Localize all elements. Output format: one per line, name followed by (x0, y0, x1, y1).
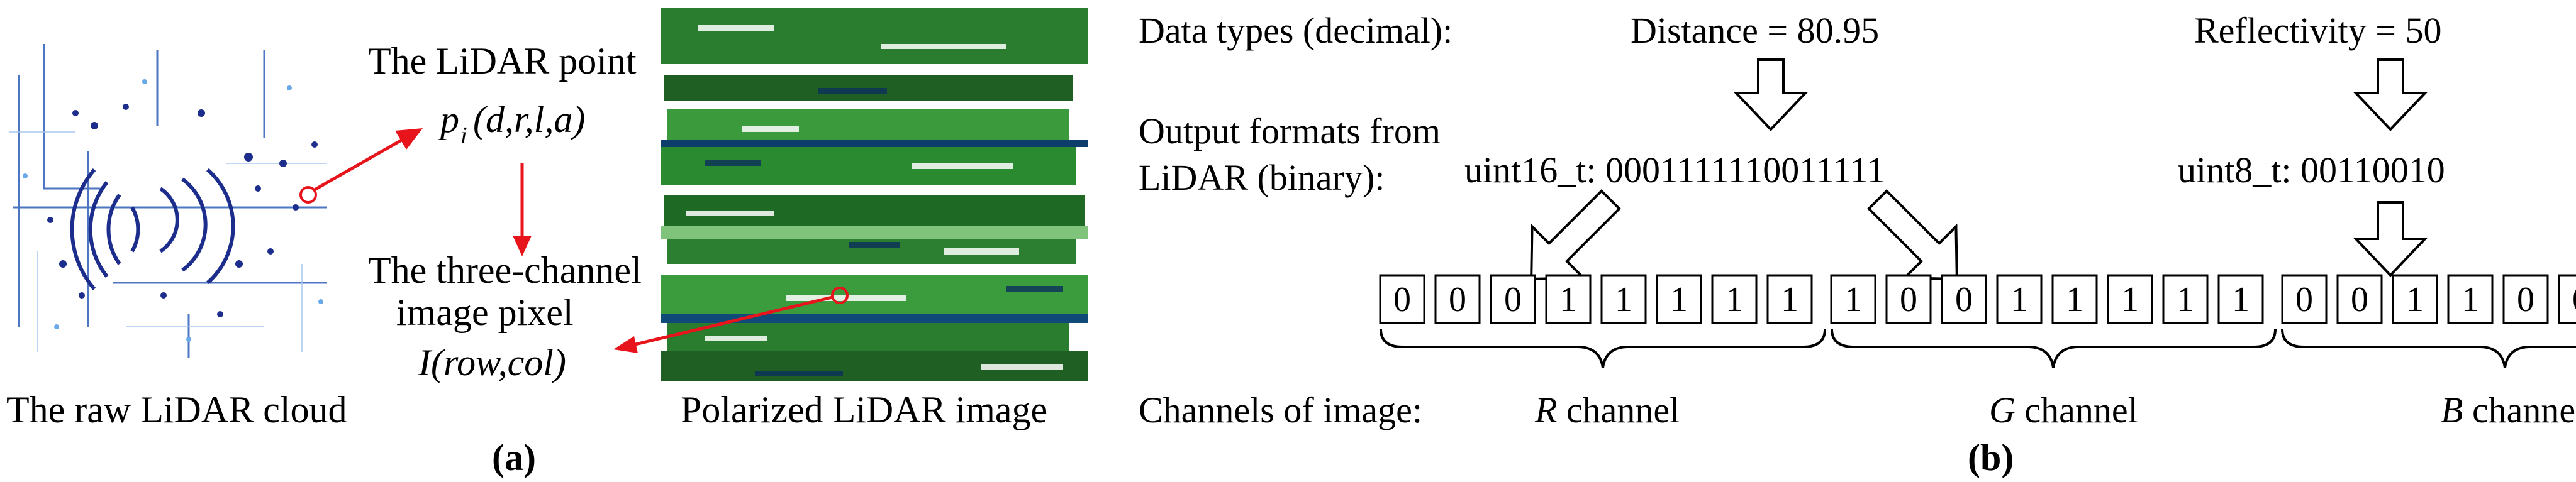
g-bit-value: 1 (2177, 280, 2194, 319)
channels-label: Channels of image: (1139, 390, 1422, 430)
g-bit-box (2107, 274, 2153, 324)
r-bit-value: 1 (1781, 280, 1798, 319)
raw-lidar-cloud-image (6, 16, 343, 364)
panel-a-label: (a) (492, 437, 536, 478)
polarized-lidar-image (661, 8, 1088, 381)
g-bit-value: 1 (2232, 280, 2250, 319)
r-bit-box (1490, 274, 1536, 324)
b-bit-box (2281, 274, 2328, 324)
point-symbol: p (438, 99, 459, 140)
r-channel-label: R channel (1534, 390, 1680, 430)
point-arguments: (d,r,l,a) (473, 99, 585, 140)
lidar-point-label: The LiDAR point (368, 40, 637, 82)
g-bit-box (2217, 274, 2264, 324)
b-bit-value: 0 (2295, 280, 2313, 319)
distance-down-arrow (1733, 58, 1809, 131)
g-bit-value: 1 (1844, 280, 1862, 319)
g-bit-box (1941, 274, 1987, 324)
r-channel-brace (1380, 329, 1826, 368)
uint8-value: uint8_t: 00110010 (2178, 150, 2445, 190)
output-formats-label-1: Output formats from (1139, 111, 1441, 151)
g-bit-box (2051, 274, 2098, 324)
r-bit-value: 1 (1726, 280, 1743, 319)
r-bit-box (1711, 274, 1758, 324)
b-bit-box (2336, 274, 2383, 324)
b-channel-brace (2281, 329, 2576, 368)
r-bit-value: 0 (1393, 280, 1411, 319)
g-bit-value: 1 (2066, 280, 2083, 319)
r-bit-value: 0 (1449, 280, 1466, 319)
r-bit-box (1545, 274, 1592, 324)
g-bit-value: 0 (1900, 280, 1917, 319)
g-bit-box (1885, 274, 1932, 324)
pixel-expression: I(row,col) (418, 342, 566, 383)
g-channel-label: G channel (1989, 390, 2138, 430)
b-channel-label: B channel (2441, 390, 2576, 430)
b-bit-value: 0 (2572, 280, 2576, 319)
b-bit-value: 1 (2406, 280, 2424, 319)
caption-raw-cloud: The raw LiDAR cloud (6, 389, 347, 430)
b-bit-box (2392, 274, 2438, 324)
reflectivity-down-arrow (2353, 58, 2428, 131)
r-bit-value: 1 (1615, 280, 1632, 319)
reflectivity-label: Reflectivity = 50 (2194, 10, 2442, 51)
b-bit-value: 1 (2462, 280, 2479, 319)
g-bit-box (1830, 274, 1876, 324)
g-channel-brace (1831, 329, 2277, 368)
point-subscript: i (460, 123, 467, 149)
pixel-label-line1: The three-channel (368, 249, 642, 291)
pixel-label-line2: image pixel (396, 292, 574, 333)
b-bit-box (2558, 274, 2576, 324)
g-bit-value: 1 (2010, 280, 2028, 319)
panel-b-label: (b) (1968, 437, 2014, 478)
b-channel-bits: 00110010 (2281, 274, 2576, 324)
b-bit-value: 0 (2351, 280, 2368, 319)
r-bit-box (1434, 274, 1481, 324)
b-bit-box (2502, 274, 2549, 324)
r-bit-value: 1 (1559, 280, 1577, 319)
g-bit-box (1996, 274, 2043, 324)
uint8-down-arrow (2353, 201, 2428, 277)
r-bit-value: 1 (1670, 280, 1688, 319)
uint16-to-g-arrow (1867, 189, 1958, 280)
g-bit-box (2162, 274, 2209, 324)
r-bit-box (1656, 274, 1702, 324)
caption-polarized-image: Polarized LiDAR image (681, 389, 1047, 430)
output-formats-label-2: LiDAR (binary): (1139, 157, 1385, 198)
r-bit-box (1766, 274, 1813, 324)
g-bit-value: 1 (2121, 280, 2139, 319)
r-bit-box (1600, 274, 1647, 324)
b-bit-box (2447, 274, 2494, 324)
uint16-value: uint16_t: 0001111110011111 (1464, 150, 1885, 190)
pixel-to-image-arrow (613, 287, 849, 353)
distance-label: Distance = 80.95 (1631, 10, 1879, 51)
g-bit-value: 0 (1955, 280, 1973, 319)
lidar-point-expression: p i (d,r,l,a) (438, 99, 585, 149)
cloud-to-point-arrow (299, 128, 423, 204)
r-bit-value: 0 (1504, 280, 1522, 319)
data-types-label: Data types (decimal): (1139, 10, 1452, 51)
point-to-pixel-arrow (513, 163, 532, 256)
r-bit-box (1379, 274, 1425, 324)
b-bit-value: 0 (2517, 280, 2534, 319)
